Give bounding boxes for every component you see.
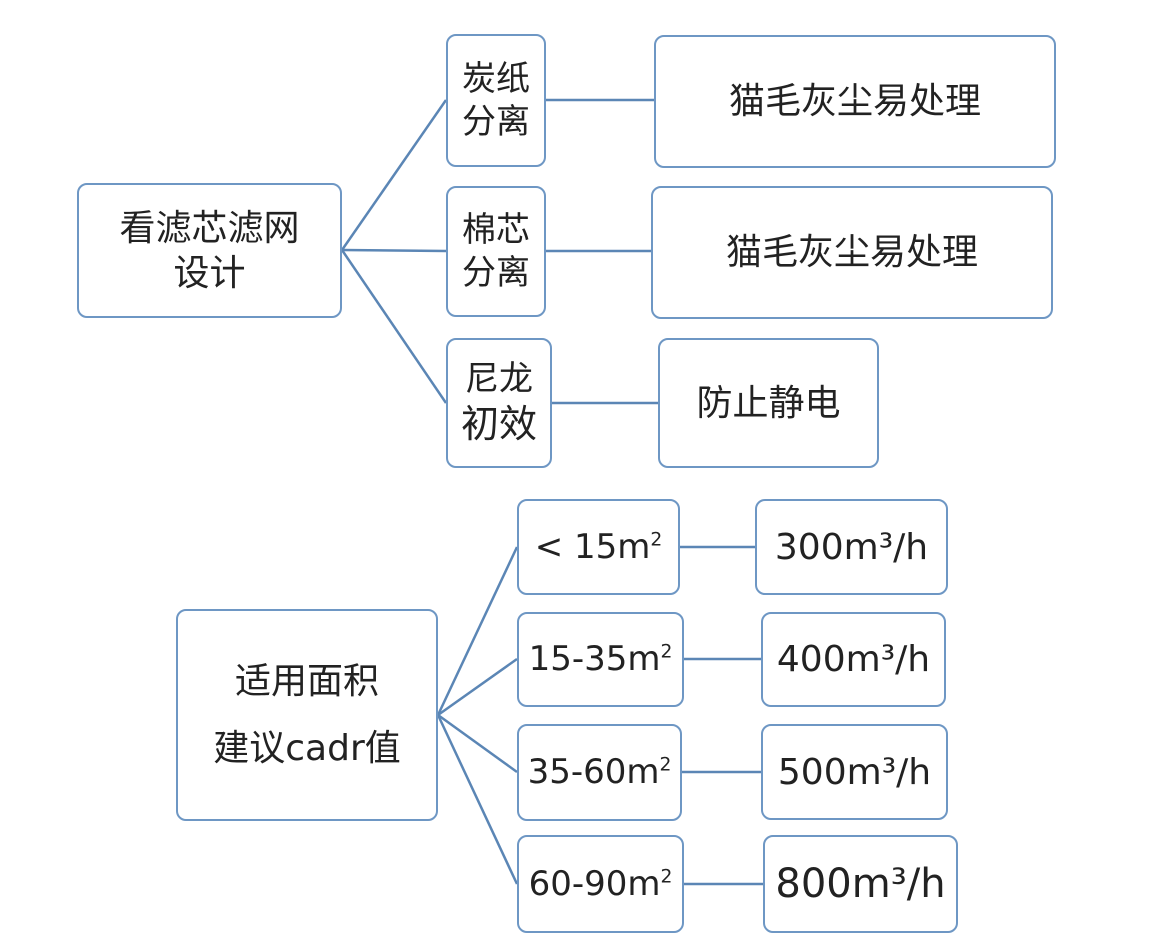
connector-root1-mid3	[340, 249, 448, 404]
cadr-value-label: 500m³/h	[777, 751, 932, 793]
connector-root1-mid2	[341, 248, 447, 253]
filter-type-node: 尼龙 初效	[446, 338, 552, 468]
cadr-value-node: 300m³/h	[755, 499, 948, 595]
filter-benefit-label: 猫毛灰尘易处理	[725, 232, 978, 273]
connector-root2-area3	[437, 713, 518, 774]
room-area-superscript: 2	[659, 754, 672, 776]
filter-type-line2: 分离	[462, 252, 530, 293]
connector-root2-area1	[436, 546, 519, 716]
cadr-value-node: 400m³/h	[761, 612, 946, 707]
room-area-superscript: 2	[660, 641, 673, 663]
cadr-value-node: 800m³/h	[763, 835, 958, 933]
room-area-text: 35-60m	[527, 752, 660, 793]
cadr-value-node: 500m³/h	[761, 724, 948, 820]
filter-type-line1: 炭纸	[462, 59, 530, 99]
room-area-node: 60-90m2	[517, 835, 684, 933]
filter-benefit-label: 防止静电	[696, 382, 841, 424]
cadr-value-label: 800m³/h	[775, 861, 946, 907]
room-area-text: < 15m	[534, 526, 651, 567]
filter-benefit-node: 猫毛灰尘易处理	[654, 35, 1056, 168]
room-area-node: 15-35m2	[517, 612, 684, 707]
root-node-line1: 看滤芯滤网	[119, 207, 300, 249]
connector-root1-mid1	[340, 99, 448, 251]
room-area-text: 60-90m	[528, 863, 661, 904]
room-area-node: < 15m2	[517, 499, 680, 595]
connector-root2-area4	[436, 714, 519, 885]
room-area-label: 60-90m2	[529, 863, 673, 906]
filter-type-line2: 分离	[462, 101, 530, 142]
filter-type-line1: 尼龙	[464, 359, 533, 399]
root-node-line2: 建议cadr值	[213, 728, 401, 769]
room-area-label: 15-35m2	[529, 638, 673, 681]
room-area-superscript: 2	[660, 866, 673, 888]
cadr-value-label: 400m³/h	[776, 639, 931, 680]
filter-type-node: 棉芯 分离	[446, 186, 546, 317]
filter-benefit-label: 猫毛灰尘易处理	[728, 81, 981, 122]
room-area-label: < 15m2	[535, 526, 663, 569]
filter-type-line2: 初效	[460, 401, 537, 446]
filter-type-line1: 棉芯	[462, 210, 530, 250]
connector-root2-area2	[437, 657, 518, 717]
filter-benefit-node: 猫毛灰尘易处理	[651, 186, 1053, 319]
room-area-text: 15-35m	[528, 639, 661, 680]
cadr-value-label: 300m³/h	[774, 526, 929, 568]
root-node-area-cadr: 适用面积 建议cadr值	[176, 609, 438, 821]
room-area-label: 35-60m2	[528, 751, 672, 794]
filter-benefit-node: 防止静电	[658, 338, 879, 468]
room-area-node: 35-60m2	[517, 724, 682, 821]
root-node-line2: 设计	[173, 252, 246, 294]
root-node-line1: 适用面积	[234, 661, 379, 702]
root-node-filter-design: 看滤芯滤网 设计	[77, 183, 342, 318]
room-area-superscript: 2	[650, 529, 663, 551]
filter-type-node: 炭纸 分离	[446, 34, 546, 167]
